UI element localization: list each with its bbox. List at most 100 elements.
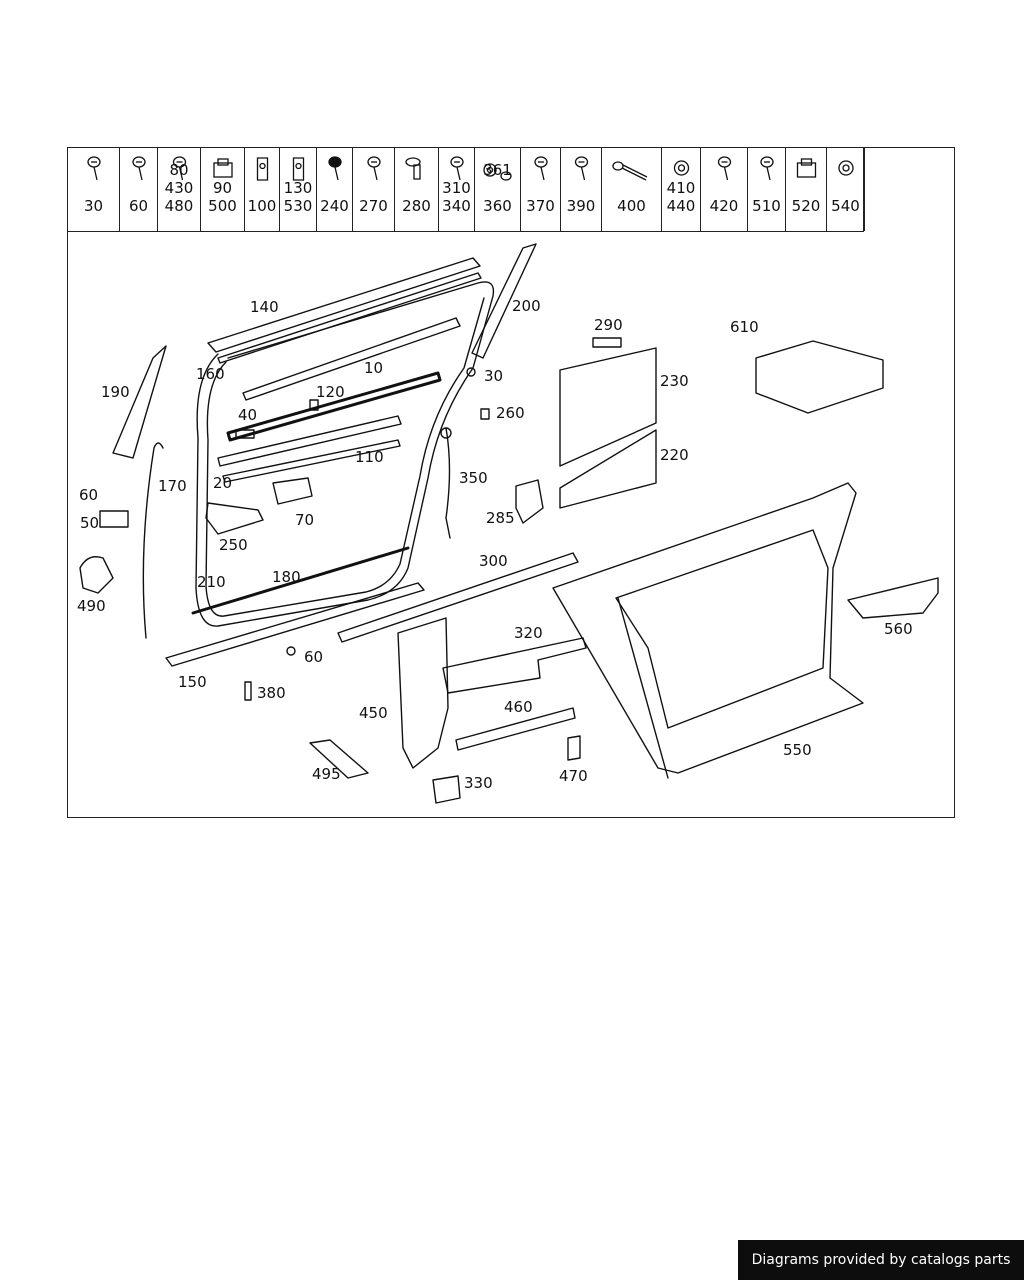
screw-30-part bbox=[466, 367, 476, 377]
callout-230: 230 bbox=[660, 372, 689, 390]
callout-285: 285 bbox=[486, 509, 515, 527]
switch-panel-part bbox=[847, 577, 939, 619]
callout-10: 10 bbox=[364, 359, 384, 377]
callout-170: 170 bbox=[158, 477, 187, 495]
pillar-trim-right-part bbox=[471, 243, 537, 359]
hardware-cell: 370 bbox=[521, 148, 561, 231]
hardware-cell: 80 430 480 bbox=[158, 148, 201, 231]
hardware-label: 130 530 bbox=[283, 179, 313, 215]
callout-560: 560 bbox=[884, 620, 913, 638]
mount-bracket-470-part bbox=[567, 735, 581, 761]
strap-part bbox=[309, 739, 369, 779]
callout-260: 260 bbox=[496, 404, 525, 422]
hardware-cell: 361 360 bbox=[475, 148, 521, 231]
pin-380-part bbox=[244, 681, 252, 701]
credit-badge: Diagrams provided by catalogs parts bbox=[738, 1240, 1024, 1280]
sill-seal-part bbox=[191, 546, 410, 615]
clip-120-part bbox=[309, 399, 319, 411]
screw-60-part bbox=[286, 646, 296, 656]
hardware-label: 310 340 bbox=[442, 179, 471, 215]
hardware-cell: 310 340 bbox=[439, 148, 475, 231]
expansion-rivet-icon bbox=[405, 157, 421, 180]
screw-icon bbox=[132, 156, 146, 181]
window-glass-230-part bbox=[559, 347, 657, 467]
callout-610: 610 bbox=[730, 318, 759, 336]
callout-190: 190 bbox=[101, 383, 130, 401]
callout-110: 110 bbox=[355, 448, 384, 466]
callout-120: 120 bbox=[316, 383, 345, 401]
callout-180: 180 bbox=[272, 568, 301, 586]
hardware-cell: 60 bbox=[120, 148, 158, 231]
callout-380: 380 bbox=[257, 684, 286, 702]
mount-bracket-330-part bbox=[432, 775, 461, 804]
callout-320: 320 bbox=[514, 624, 543, 642]
trim-bracket-part bbox=[205, 502, 264, 535]
callout-350: 350 bbox=[459, 469, 488, 487]
crossbar-part bbox=[455, 707, 576, 751]
spring-clip-icon bbox=[256, 157, 269, 181]
clip-nut-icon bbox=[213, 158, 233, 178]
hardware-cell: 30 bbox=[68, 148, 120, 231]
screw-icon bbox=[367, 156, 381, 181]
hardware-cell: 540 bbox=[827, 148, 865, 231]
clip-40-part bbox=[235, 429, 255, 439]
flat-head-screw-icon bbox=[534, 156, 548, 181]
connector-part bbox=[440, 427, 452, 439]
hardware-cell: 130 530 bbox=[280, 148, 317, 231]
hardware-cell: 400 bbox=[602, 148, 662, 231]
hardware-label: 240 bbox=[320, 197, 349, 215]
hardware-cell: 90 500 bbox=[201, 148, 245, 231]
control-module-part bbox=[755, 340, 884, 414]
hardware-label: 361 360 bbox=[483, 161, 512, 215]
callout-70: 70 bbox=[295, 511, 315, 529]
callout-220: 220 bbox=[660, 446, 689, 464]
hardware-cell: 520 bbox=[786, 148, 827, 231]
hardware-label: 510 bbox=[752, 197, 781, 215]
screw-icon bbox=[760, 156, 774, 181]
flat-head-screw-icon bbox=[87, 156, 101, 181]
hardware-cell: 280 bbox=[395, 148, 439, 231]
reinforcement-bracket-part bbox=[442, 637, 587, 694]
hardware-cell: 410 440 bbox=[662, 148, 701, 231]
nut-icon bbox=[673, 160, 690, 176]
washer-and-nut-icon bbox=[483, 163, 512, 181]
sill-rail-part bbox=[337, 552, 579, 643]
callout-40: 40 bbox=[238, 406, 258, 424]
callout-160: 160 bbox=[196, 365, 225, 383]
inner-trim-part bbox=[217, 415, 402, 467]
callout-300: 300 bbox=[479, 552, 508, 570]
callout-140: 140 bbox=[250, 298, 279, 316]
belt-molding-part bbox=[242, 317, 461, 401]
bracket-clip-icon bbox=[796, 158, 817, 178]
screw-icon bbox=[717, 156, 732, 181]
lower-molding-part bbox=[165, 582, 425, 667]
glass-strip-part bbox=[226, 371, 442, 442]
callout-550: 550 bbox=[783, 741, 812, 759]
lower-trim-part bbox=[222, 439, 401, 483]
hardware-cell: 420 bbox=[701, 148, 748, 231]
lock-wire-part bbox=[142, 442, 164, 639]
long-bolt-icon bbox=[612, 161, 648, 181]
hardware-cell: 240 bbox=[317, 148, 353, 231]
hardware-label: 390 bbox=[566, 197, 596, 215]
callout-330: 330 bbox=[464, 774, 493, 792]
door-panel-part bbox=[552, 482, 864, 774]
callout-250: 250 bbox=[219, 536, 248, 554]
hardware-label: 520 bbox=[791, 197, 821, 215]
callout-60-lower: 60 bbox=[304, 648, 324, 666]
callout-200: 200 bbox=[512, 297, 541, 315]
cable-part bbox=[445, 427, 451, 539]
callout-490: 490 bbox=[77, 597, 106, 615]
window-glass-220-part bbox=[559, 429, 657, 509]
label-290-part bbox=[592, 337, 622, 348]
star-nut-icon bbox=[838, 160, 854, 176]
window-channel-part bbox=[207, 257, 481, 353]
hardware-label: 270 bbox=[359, 197, 388, 215]
hardware-label: 280 bbox=[402, 197, 431, 215]
window-channel-rail-part bbox=[217, 272, 482, 364]
callout-470: 470 bbox=[559, 767, 588, 785]
hardware-cell: 390 bbox=[561, 148, 602, 231]
callout-60-upper: 60 bbox=[79, 486, 99, 504]
